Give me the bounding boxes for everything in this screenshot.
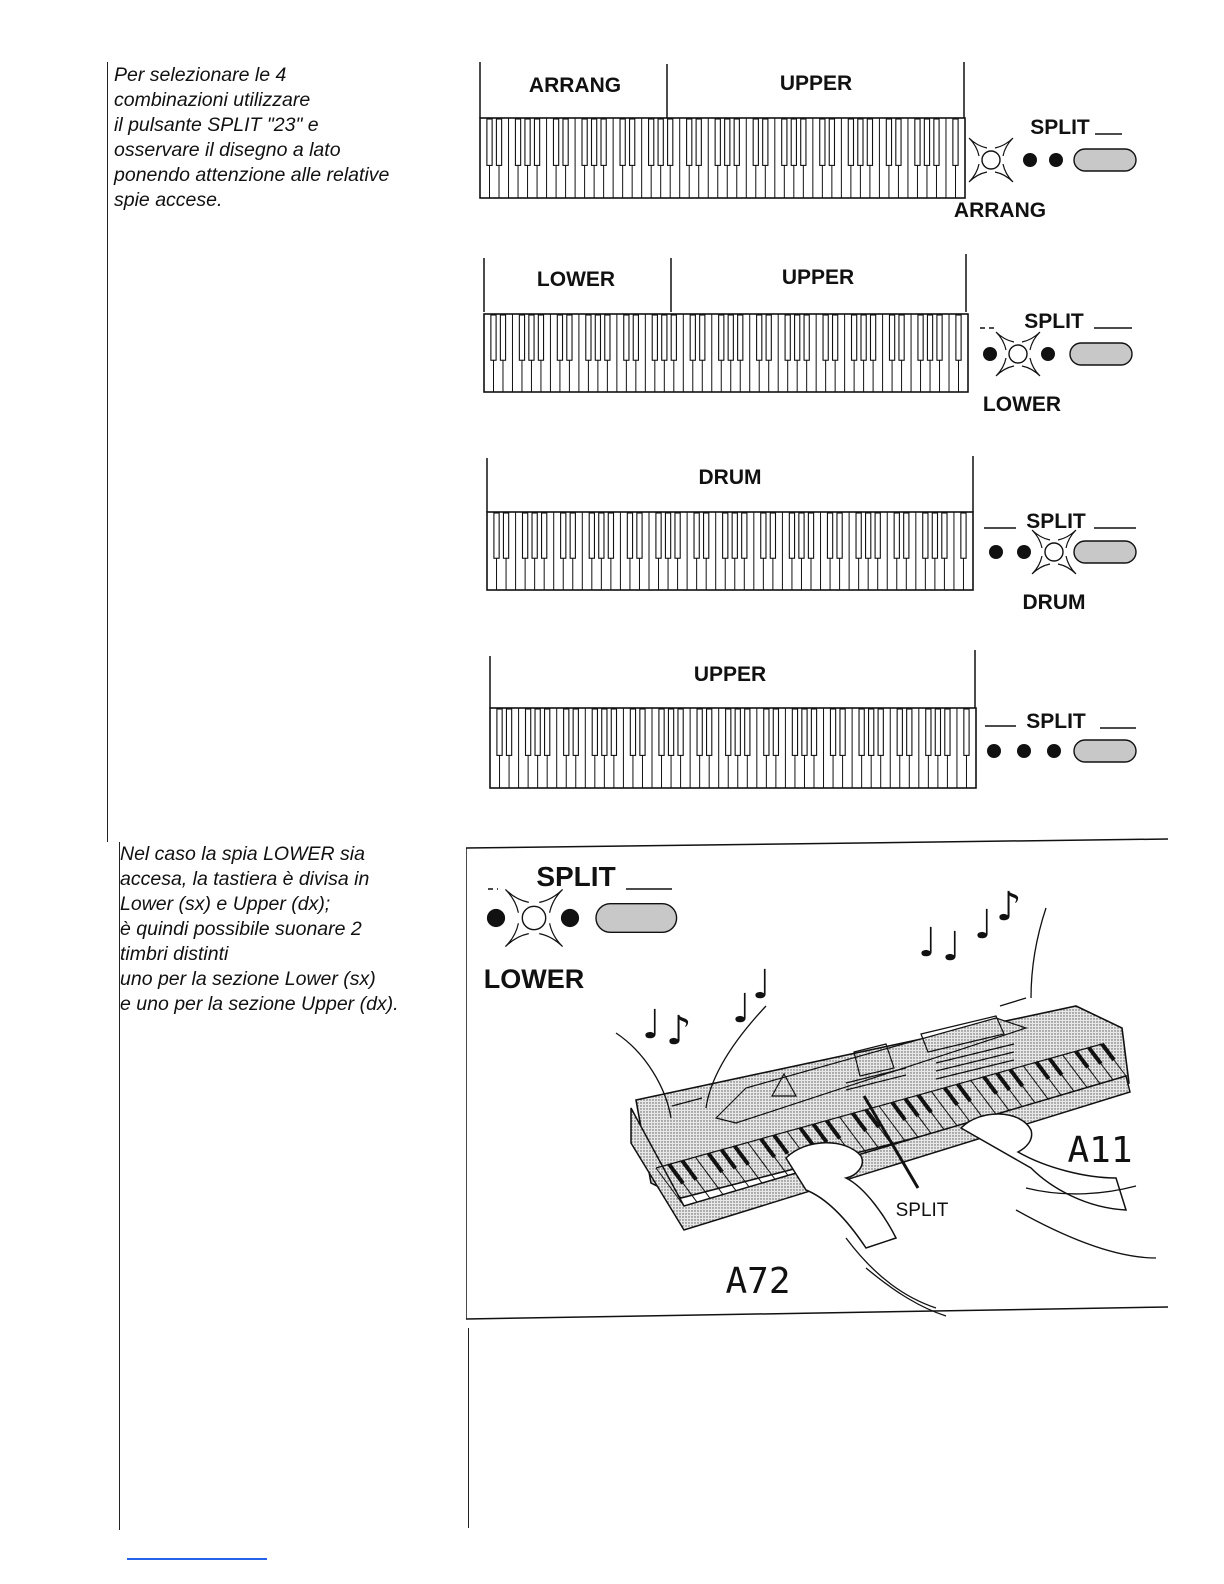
- svg-text:♪: ♪: [996, 884, 1022, 930]
- keyboard-diagram-lower: LOWER UPPER SPLIT LOWER: [474, 254, 1164, 429]
- keyboard-illustration-svg: SPLIT LOWER SPLIT: [465, 838, 1169, 1320]
- zone-label: UPPER: [782, 266, 854, 289]
- keyboard-body: [630, 1005, 1131, 1231]
- mode-label: LOWER: [484, 964, 585, 994]
- keyboard-diagram-svg: ARRANG UPPER SPLIT ARRANG: [479, 62, 1137, 222]
- svg-text:♩: ♩: [918, 920, 937, 966]
- split-indicator-leds: [983, 331, 1133, 377]
- split-indicator-leds: [486, 888, 678, 948]
- zone-label: UPPER: [780, 72, 852, 95]
- hands: [785, 1113, 1128, 1249]
- left-column-rule: [107, 62, 108, 842]
- svg-text:♩: ♩: [752, 962, 771, 1008]
- split-label: SPLIT: [1030, 116, 1090, 139]
- split-point-label: SPLIT: [896, 1200, 949, 1221]
- left-column-rule-lower: [119, 842, 120, 1530]
- mode-label: ARRANG: [954, 199, 1046, 222]
- split-label: SPLIT: [1024, 310, 1084, 333]
- svg-text:♩: ♩: [642, 1002, 661, 1048]
- lower-note-paragraph: Nel caso la spia LOWER sia accesa, la ta…: [120, 843, 399, 1015]
- keyboard-diagram-svg: LOWER UPPER SPLIT LOWER: [483, 254, 1133, 416]
- split-indicator-leds: [968, 137, 1137, 183]
- zone-label: LOWER: [537, 268, 615, 291]
- split-indicator-leds: [989, 529, 1137, 575]
- split-title: SPLIT: [536, 861, 615, 892]
- svg-text:♩: ♩: [942, 924, 961, 970]
- svg-text:♩: ♩: [732, 986, 751, 1032]
- split-label: SPLIT: [1026, 510, 1086, 533]
- zone-label: DRUM: [699, 466, 762, 489]
- svg-text:♪: ♪: [666, 1008, 692, 1054]
- piano-keys: [655, 1042, 1127, 1207]
- right-key-label: A11: [1067, 1130, 1132, 1171]
- keyboard-diagram-drum: DRUM SPLIT DRUM: [478, 454, 1168, 629]
- music-notes: ♩ ♪ ♩ ♩ ♩ ♩ ♩ ♪: [642, 884, 1022, 1054]
- split-label: SPLIT: [1026, 710, 1086, 733]
- piano-keys: [479, 117, 966, 199]
- zone-label: UPPER: [694, 663, 766, 686]
- intro-paragraph: Per selezionare le 4 combinazioni utiliz…: [114, 64, 390, 211]
- split-indicator-leds: [987, 739, 1137, 763]
- keyboard-diagram-svg: DRUM SPLIT DRUM: [486, 456, 1137, 614]
- mode-label: LOWER: [983, 393, 1061, 416]
- keyboard-diagram-svg: UPPER SPLIT: [489, 650, 1137, 789]
- keyboard-diagram-arrang: ARRANG UPPER SPLIT ARRANG: [470, 60, 1160, 235]
- piano-keys: [483, 313, 969, 393]
- piano-keys: [489, 707, 977, 789]
- keyboard-illustration: SPLIT LOWER SPLIT: [465, 838, 1186, 1327]
- center-column-rule-lower: [468, 1328, 469, 1528]
- svg-text:♩: ♩: [974, 902, 993, 948]
- piano-keys: [486, 511, 974, 591]
- mode-label: DRUM: [1023, 591, 1086, 614]
- left-key-label: A72: [725, 1261, 790, 1302]
- keyboard-diagram-upper: UPPER SPLIT: [480, 650, 1170, 805]
- footer-rule: [127, 1558, 267, 1560]
- zone-label: ARRANG: [529, 74, 621, 97]
